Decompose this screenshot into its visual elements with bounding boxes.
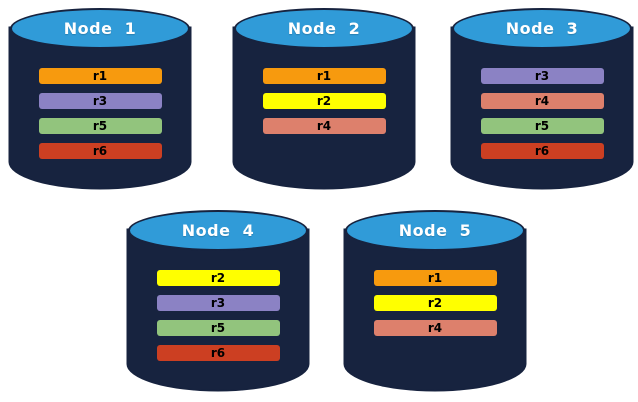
replica-label: r3: [534, 69, 550, 83]
replica-label: r3: [210, 296, 226, 310]
replica-bar[interactable]: r1: [38, 68, 162, 84]
replica-bar[interactable]: r5: [156, 320, 280, 336]
node-title: Node 3: [505, 19, 579, 38]
replica-label: r5: [534, 119, 550, 133]
replica-list: r1 r3 r5 r6: [10, 68, 190, 168]
replica-list: r1 r2 r4: [234, 68, 414, 143]
replica-label: r5: [92, 119, 108, 133]
cylinder-top-icon: [234, 8, 414, 49]
replica-bar[interactable]: r3: [156, 295, 280, 311]
replica-label: r1: [316, 69, 332, 83]
node-title: Node 1: [63, 19, 137, 38]
node-title: Node 4: [181, 221, 255, 240]
replica-bar[interactable]: r4: [262, 118, 386, 134]
replica-list: r1 r2 r4: [345, 270, 525, 345]
replica-bar[interactable]: r1: [262, 68, 386, 84]
node-title: Node 2: [287, 19, 361, 38]
cylinder-top-icon: [452, 8, 632, 49]
replica-label: r3: [92, 94, 108, 108]
replica-bar[interactable]: r1: [373, 270, 497, 286]
replica-label: r4: [316, 119, 332, 133]
replica-label: r6: [210, 346, 226, 360]
replica-bar[interactable]: r5: [480, 118, 604, 134]
replica-label: r2: [427, 296, 443, 310]
replica-label: r2: [316, 94, 332, 108]
replica-bar[interactable]: r3: [38, 93, 162, 109]
replica-label: r6: [534, 144, 550, 158]
replica-bar[interactable]: r2: [373, 295, 497, 311]
replica-list: r2 r3 r5 r6: [128, 270, 308, 370]
replica-bar[interactable]: r5: [38, 118, 162, 134]
replica-label: r1: [92, 69, 108, 83]
replica-label: r5: [210, 321, 226, 335]
node-title: Node 5: [398, 221, 472, 240]
replica-bar[interactable]: r4: [373, 320, 497, 336]
replica-bar[interactable]: r6: [480, 143, 604, 159]
replica-list: r3 r4 r5 r6: [452, 68, 632, 168]
replica-bar[interactable]: r6: [156, 345, 280, 361]
replica-label: r2: [210, 271, 226, 285]
replica-bar[interactable]: r6: [38, 143, 162, 159]
replica-label: r1: [427, 271, 443, 285]
replica-label: r6: [92, 144, 108, 158]
cylinder-top-icon: [345, 210, 525, 251]
cylinder-top-icon: [128, 210, 308, 251]
replica-label: r4: [534, 94, 550, 108]
replica-bar[interactable]: r2: [156, 270, 280, 286]
cylinder-top-icon: [10, 8, 190, 49]
replica-bar[interactable]: r3: [480, 68, 604, 84]
replica-bar[interactable]: r2: [262, 93, 386, 109]
replica-bar[interactable]: r4: [480, 93, 604, 109]
replica-label: r4: [427, 321, 443, 335]
